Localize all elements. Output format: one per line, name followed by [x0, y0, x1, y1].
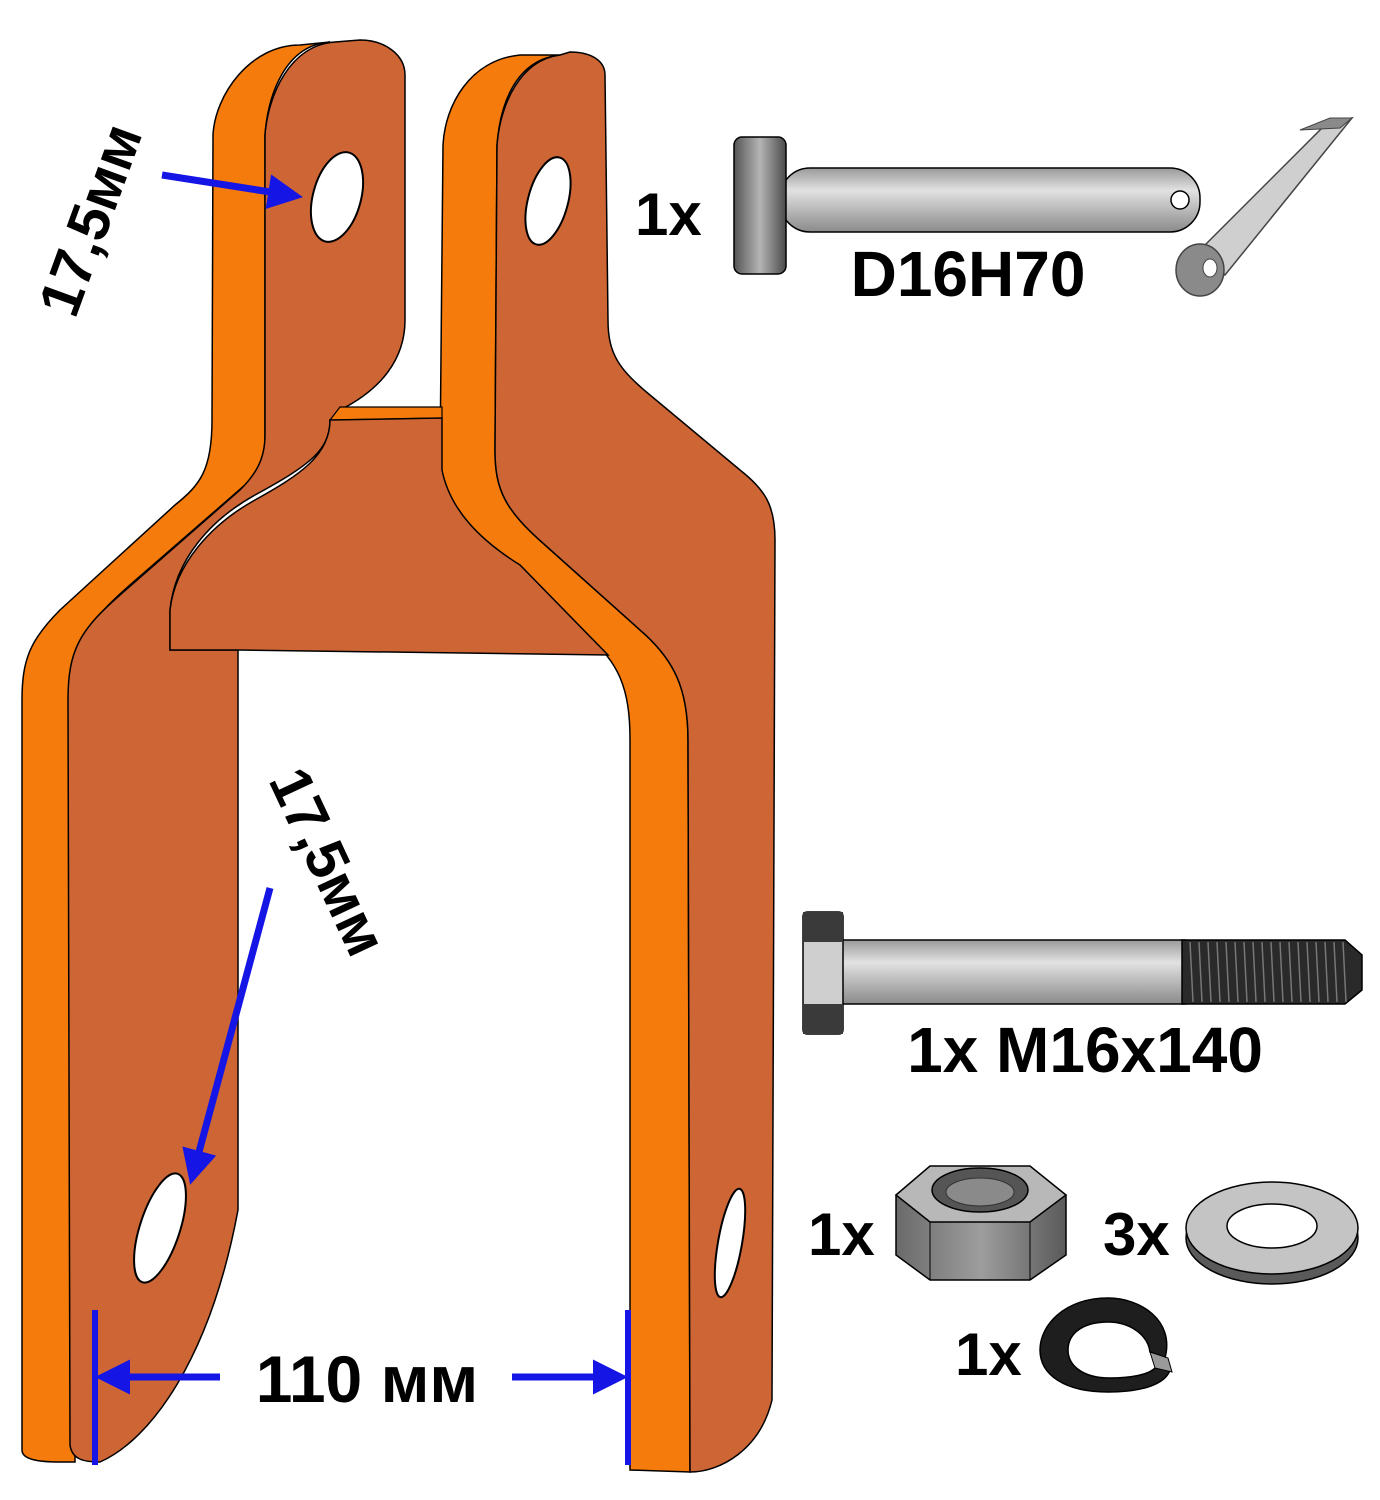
- hole-bottom-right: [713, 1187, 747, 1299]
- bolt-thread-lines: [1189, 941, 1347, 1003]
- thread-line: [1198, 941, 1203, 1003]
- pin-qty: 1x: [635, 181, 702, 248]
- dimension-arrow-bottom: [182, 887, 274, 1185]
- cotter-pin-body: [1198, 116, 1354, 277]
- bracket-right-arm-face: [494, 51, 776, 1473]
- spring-washer-qty: 1x: [955, 1321, 1022, 1388]
- thread-line: [1207, 941, 1212, 1003]
- cotter-pin-tip: [1299, 117, 1354, 131]
- washer-qty: 3x: [1103, 1201, 1170, 1268]
- cotter-pin-eye-hole: [1202, 258, 1218, 278]
- spring-washer-ring: [1039, 1297, 1171, 1393]
- hole-bottom-label: 17,5мм: [256, 758, 399, 966]
- bracket-left-arm-face: [67, 39, 406, 1463]
- thread-line: [1189, 941, 1194, 1003]
- hex-bolt: 1x M16x140: [802, 911, 1363, 1086]
- thread-line: [1306, 941, 1311, 1003]
- thread-line: [1315, 941, 1320, 1003]
- nut-qty: 1x: [808, 1201, 875, 1268]
- thread-line: [1324, 941, 1329, 1003]
- pin-hole: [1170, 190, 1190, 210]
- thread-line: [1252, 941, 1257, 1003]
- thread-line: [1297, 941, 1302, 1003]
- thread-line: [1288, 941, 1293, 1003]
- bracket: [21, 39, 776, 1473]
- nut-bore-inner: [945, 1177, 1015, 1207]
- pin-shaft: [779, 167, 1201, 233]
- clevis-pin: 1x D16H70: [635, 136, 1201, 310]
- cotter-pin: [1175, 116, 1354, 297]
- hole-top-right: [524, 156, 572, 246]
- thread-line: [1261, 941, 1266, 1003]
- width-label: 110 мм: [256, 1342, 478, 1416]
- bolt-head-top: [803, 912, 843, 942]
- dimension-width: 110 мм: [92, 1310, 631, 1465]
- pin-spec: D16H70: [851, 238, 1086, 310]
- thread-line: [1216, 941, 1221, 1003]
- spring-washer: 1x: [955, 1297, 1173, 1393]
- thread-line: [1342, 941, 1347, 1003]
- hex-nut: 1x: [808, 1165, 1068, 1281]
- cotter-pin-eye: [1175, 243, 1225, 297]
- thread-line: [1225, 941, 1230, 1003]
- thread-line: [1333, 941, 1338, 1003]
- thread-line: [1270, 941, 1275, 1003]
- bolt-label: 1x M16x140: [907, 1014, 1263, 1086]
- hole-bottom-left: [133, 1172, 187, 1284]
- dimension-arrow-top: [161, 171, 303, 209]
- bolt-head-bottom: [803, 1004, 843, 1034]
- thread-line: [1234, 941, 1239, 1003]
- bolt-shank: [839, 939, 1186, 1005]
- pin-head: [733, 136, 787, 275]
- thread-line: [1279, 941, 1284, 1003]
- hole-top-label: 17,5мм: [26, 115, 155, 324]
- washer-hole: [1226, 1203, 1318, 1249]
- thread-line: [1243, 941, 1248, 1003]
- flat-washer: 3x: [1103, 1181, 1359, 1285]
- spring-washer-highlight: [1149, 1351, 1173, 1373]
- hole-top-left: [309, 151, 365, 243]
- bracket-cross-plate: [169, 417, 610, 656]
